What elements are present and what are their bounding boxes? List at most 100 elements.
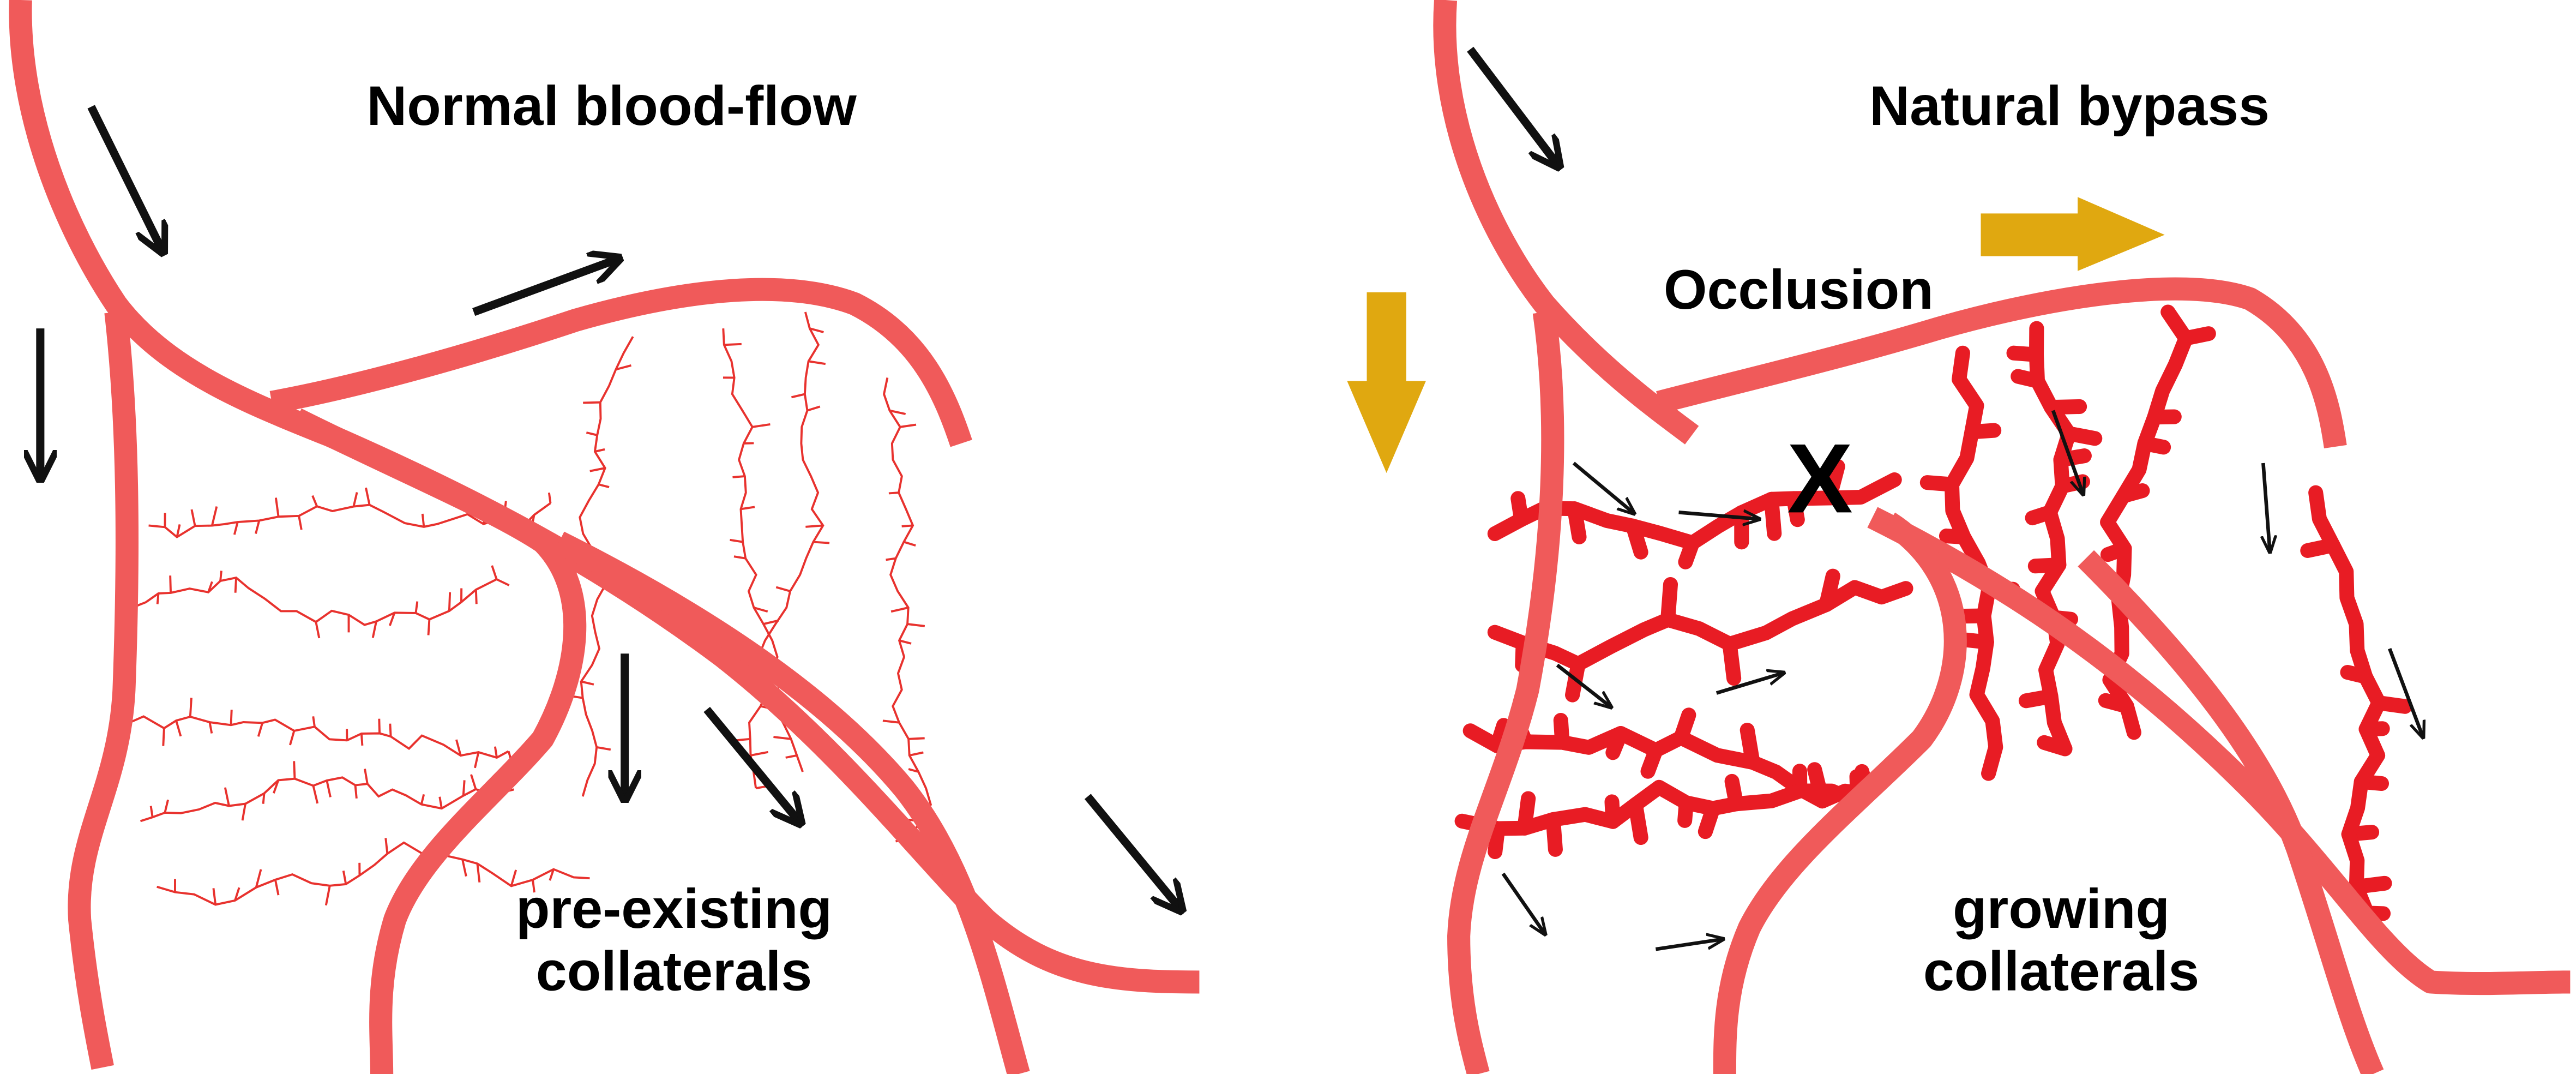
collateral-branch [326,780,332,797]
collateral-branch [262,793,266,804]
collateral-branch [596,746,611,751]
collateral-branch [230,710,233,725]
collateral-branch [752,423,771,428]
collateral-branch [470,774,477,790]
collateral-branch [773,736,791,740]
collateral-branch [219,571,222,581]
small-flow-arrow [2051,410,2083,493]
redirect-arrow-right [1981,197,2165,271]
collateral-branch [805,524,823,528]
collateral-vessel [131,576,510,626]
right-panel-natural-bypass: Natural bypass Occlusion X growing colla… [1347,0,2571,1074]
left-panel-title: Normal blood-flow [366,74,857,137]
collateral-branch [354,785,358,799]
collateral-branch [352,492,358,507]
collateral-branch [274,497,280,517]
collateral-branch [164,799,169,813]
collateral-branch [169,575,172,593]
collateral-vessel [883,377,932,838]
collateral-branch [175,720,182,737]
collateral-branch [234,887,240,901]
collateral-vessel [1454,779,1865,836]
left-caption-line2: collaterals [536,939,812,1002]
collateral-branch [257,722,264,737]
collateral-branch [510,869,517,886]
collateral-branch [901,524,913,527]
collateral-branch [311,495,318,507]
collateral-branch [753,607,768,613]
collateral-branch [809,327,824,333]
collateral-branch [474,590,478,604]
collateral-branch [461,859,467,877]
collateral-branch [736,737,750,742]
growing-collaterals [1454,304,2412,921]
collateral-branch [889,409,906,415]
collateral-branch [899,639,912,645]
left-branch-vessel [68,310,139,1070]
collateral-vessel [1487,580,1913,671]
lower-branch-vessel [1713,512,1967,1074]
small-flow-arrow [1572,461,1633,512]
main-artery [1433,0,1699,445]
collateral-vessel [116,715,509,759]
collateral-branch [208,722,213,734]
collateral-branch [427,619,431,635]
lower-branch-vessel [291,408,587,1074]
collateral-branch [750,751,769,757]
left-panel-normal-flow: Normal blood-flow pre-existing collatera… [9,0,1200,1074]
collateral-branch [210,506,218,526]
collateral-branch [493,746,498,758]
diagonal-vessel [2078,550,2384,1074]
collateral-branch [241,803,246,821]
collateral-branch [189,698,192,717]
main-artery [9,0,1200,994]
collateral-branch [732,475,745,478]
flow-arrow [472,260,617,316]
collateral-branch [900,423,917,428]
flow-arrow [703,706,799,821]
collateral-branch [733,555,746,560]
collateral-branch [890,607,909,613]
collateral-branch [586,431,598,436]
collateral-branch [149,806,154,818]
collateral-branch [813,541,830,544]
right-caption-line2: collaterals [1923,939,2199,1002]
collateral-branch [532,879,535,893]
collateral-branch [298,515,303,530]
collateral-branch [378,718,381,734]
collateral-branch [224,787,230,806]
collateral-branch [882,719,900,724]
collateral-branch [806,405,821,412]
small-flow-arrow [1655,939,1721,951]
collateral-vessel [148,502,551,539]
small-flow-arrow [2388,648,2422,736]
collateral-vessel [2029,321,2077,757]
small-flow-arrow [1716,673,1782,695]
collateral-vessel [2308,485,2386,921]
small-flow-arrow [2263,463,2270,550]
collateral-branch [755,785,767,790]
small-flow-arrow [1501,872,1544,933]
collateral-branch [212,888,217,905]
collateral-branch [908,737,925,740]
flow-arrow [87,105,161,250]
flow-arrow [1084,794,1180,908]
collateral-branch [547,492,552,503]
collateral-branch [476,863,481,883]
collateral-branch [474,752,480,769]
left-caption-line1: pre-existing [516,877,832,940]
collateral-branch [791,393,805,399]
collateral-branch [421,513,425,527]
collateral-branch [289,730,296,746]
collateral-branch [342,870,347,885]
collateral-branch [589,467,606,472]
collateral-branch [312,716,316,727]
collateral-branch [581,680,594,686]
collateral-branch [315,621,321,639]
collateral-branch [312,785,319,804]
collateral-branch [233,521,239,535]
collateral-branch [909,751,924,757]
collateral-branch [190,509,196,526]
collateral-branch [371,621,377,638]
collateral-branch [724,343,742,346]
